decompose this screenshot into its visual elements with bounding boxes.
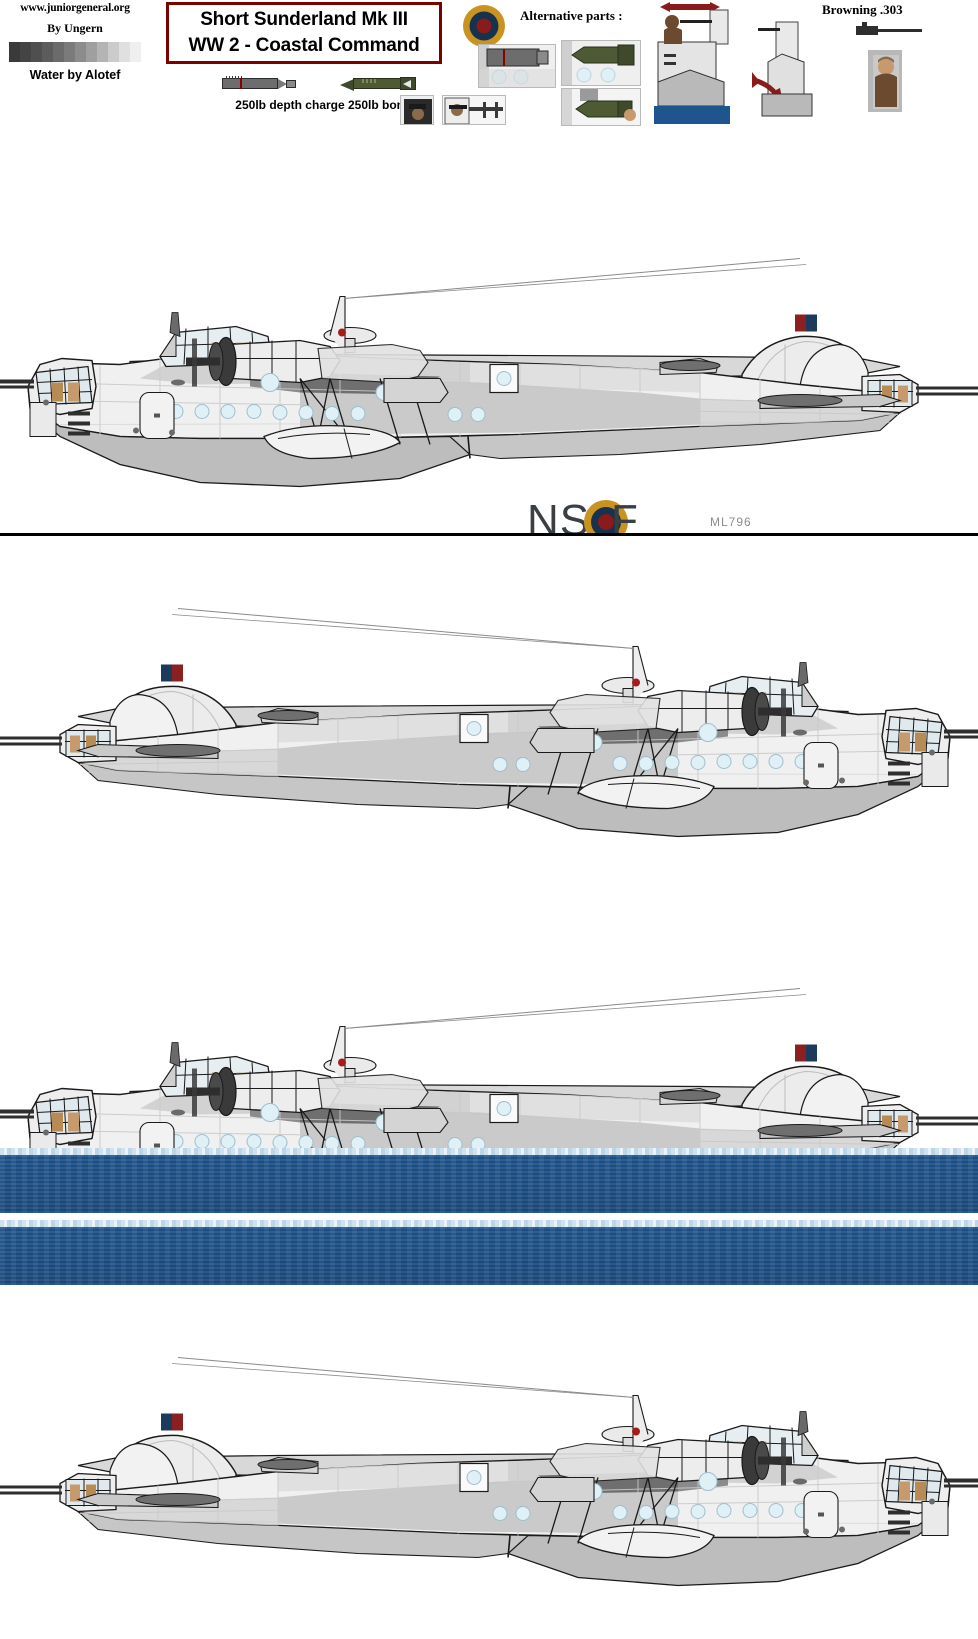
water-foam-2: [0, 1220, 978, 1229]
part-thumb-bomb-rack: [561, 40, 641, 86]
title-line-2: WW 2 - Coastal Command: [188, 35, 420, 56]
author-credit: By Ungern: [47, 21, 103, 35]
part-thumb-browning-gun: [854, 22, 924, 38]
profile-view-1: NS F ML796: [0, 148, 978, 535]
section-divider-1: [0, 533, 978, 536]
greyscale-ramp: [8, 42, 142, 62]
water-credit: Water by Alotef: [29, 68, 121, 82]
aircraft-profile-2: [0, 607, 978, 838]
depth-charge-icon: [222, 76, 296, 91]
profile-view-2: NS F ML796: [0, 538, 978, 886]
ordnance-caption: 250lb depth charge 250lb bomb: [235, 98, 415, 112]
aircraft-serial-1: ML796: [710, 515, 752, 529]
part-thumb-open-hatch-gunner: [650, 2, 730, 124]
water-band-2: [0, 1227, 978, 1285]
water-foam-1: [0, 1148, 978, 1157]
aircraft-profile-1: [0, 257, 978, 488]
part-thumb-closed-hatch: [752, 10, 814, 120]
header: www.juniorgeneral.org By Ungern Water by…: [0, 0, 978, 145]
title-box: Short Sunderland Mk III WW 2 - Coastal C…: [166, 2, 442, 64]
alternative-parts-label: Alternative parts :: [520, 8, 623, 23]
water-band-1: [0, 1155, 978, 1213]
profile-view-4: NS F ML796: [0, 1285, 978, 1639]
credit-block: www.juniorgeneral.org By Ungern Water by…: [0, 2, 150, 82]
part-thumb-crew-figure: [868, 50, 902, 112]
squadron-code-left-1: NS: [527, 496, 591, 535]
title-line-1: Short Sunderland Mk III: [200, 9, 408, 30]
part-thumb-turret-gunner-b: [442, 95, 506, 125]
raf-roundel-icon: [462, 4, 506, 53]
part-thumb-turret-gunner-a: [400, 95, 434, 125]
part-thumb-depth-charge-rack: [478, 44, 556, 88]
browning-label: Browning .303: [822, 2, 903, 17]
bomb-icon: [340, 76, 420, 91]
fuselage-roundel-1: [584, 500, 628, 535]
ordnance-row: 250lb depth charge 250lb bomb: [200, 70, 450, 112]
squadron-code-right-1: F: [611, 496, 639, 535]
part-thumb-bomb-loading: [561, 88, 641, 126]
aircraft-profile-4: [0, 1356, 978, 1587]
site-url: www.juniorgeneral.org: [20, 2, 130, 14]
